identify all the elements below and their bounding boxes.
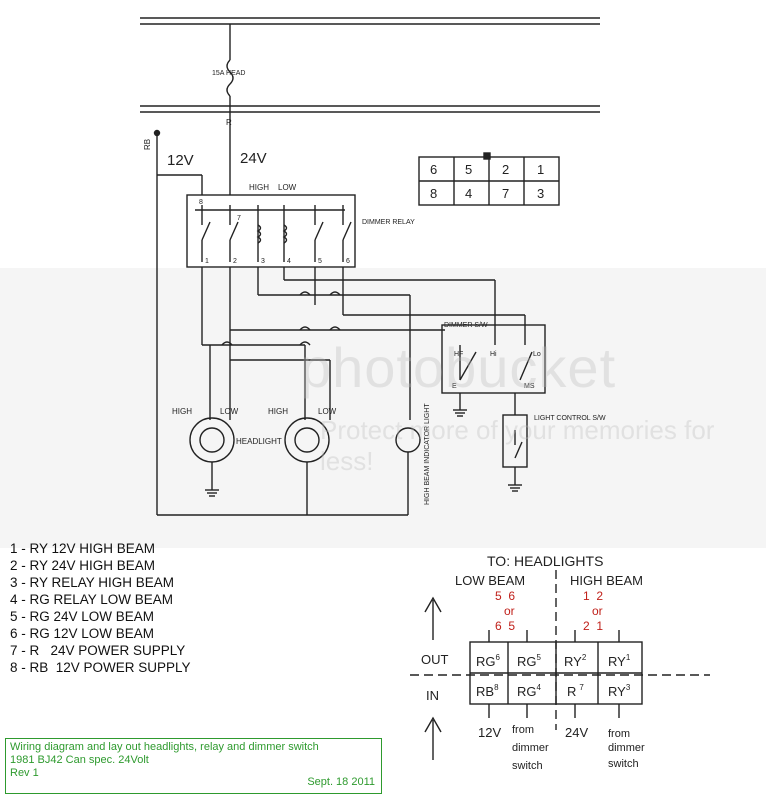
legend-item: 5 - RG 24V LOW BEAM: [10, 609, 155, 624]
pin-grid-top-3: 2: [502, 162, 509, 177]
relay-pin-7: 7: [237, 215, 241, 222]
relay-pin-3: 3: [261, 258, 265, 265]
title-line-3: Rev 1: [10, 767, 39, 779]
from-dimmer-2-line1: from: [608, 728, 630, 740]
pin-legend: 1 - RY 12V HIGH BEAM 2 - RY 24V HIGH BEA…: [10, 540, 191, 676]
dimmer-hi-label: Hi: [490, 351, 497, 358]
rb-wire-label: RB: [143, 139, 152, 150]
high-pair-1: 1 2: [583, 589, 603, 603]
legend-item: 2 - RY 24V HIGH BEAM: [10, 558, 156, 573]
title-block: Wiring diagram and lay out headlights, r…: [5, 738, 382, 794]
legend-item: 6 - RG 12V LOW BEAM: [10, 626, 155, 641]
relay-pin-8: 8: [199, 199, 203, 206]
from-dimmer-1-line3: switch: [512, 760, 543, 772]
fuse-label: 15A HEAD: [212, 70, 245, 77]
high-beam-label: HIGH BEAM: [570, 573, 643, 588]
legend-item: 8 - RB 12V POWER SUPPLY: [10, 660, 191, 675]
relay-pin-2: 2: [233, 258, 237, 265]
pin-grid-bottom-3: 7: [502, 186, 509, 201]
high-pair-or: or: [592, 604, 603, 618]
connector-cell-top-1: RG6: [476, 653, 501, 669]
title-date: Sept. 18 2011: [307, 776, 375, 788]
from-dimmer-1-line2: dimmer: [512, 742, 549, 754]
pin-grid-top-4: 1: [537, 162, 544, 177]
connector-24v: 24V: [565, 725, 588, 740]
pin-grid-top-2: 5: [465, 162, 472, 177]
watermark-text: photobucket: [300, 336, 617, 399]
low-label: LOW: [278, 183, 297, 192]
low-pair-2: 6 5: [495, 619, 515, 633]
dimmer-e-label: E: [452, 383, 457, 390]
connector-cell-bottom-4: RY3: [608, 683, 631, 699]
connector-cell-top-2: RG5: [517, 653, 542, 669]
low-pair-or: or: [504, 604, 515, 618]
connector-cell-top-4: RY1: [608, 653, 631, 669]
dimmer-hf-label: HF: [454, 351, 463, 358]
relay-pin-4: 4: [287, 258, 291, 265]
headlight-2-high: HIGH: [268, 407, 288, 416]
pin-grid-bottom-1: 8: [430, 186, 437, 201]
legend-item: 7 - R 24V POWER SUPPLY: [10, 643, 186, 658]
title-line-1: Wiring diagram and lay out headlights, r…: [10, 741, 319, 753]
legend-item: 4 - RG RELAY LOW BEAM: [10, 592, 174, 607]
dimmer-lo-label: Lo: [533, 351, 541, 358]
low-beam-label: LOW BEAM: [455, 573, 525, 588]
in-label: IN: [426, 688, 439, 703]
v24-label: 24V: [240, 150, 267, 167]
connector-cell-top-3: RY2: [564, 653, 587, 669]
light-control-switch-label: LIGHT CONTROL S/W: [534, 415, 606, 422]
to-headlights-label: TO: HEADLIGHTS: [487, 553, 603, 569]
pin-grid-bottom-4: 3: [537, 186, 544, 201]
from-dimmer-2-line2: dimmer: [608, 742, 645, 754]
dimmer-switch-label: DIMMER S/W: [444, 322, 488, 329]
relay-pin-6: 6: [346, 258, 350, 265]
r-wire-label: R: [226, 118, 232, 127]
headlight-label: HEADLIGHT: [236, 437, 282, 446]
watermark-subtext: Protect more of your memories for less!: [320, 415, 715, 476]
v12-label: 12V: [167, 152, 194, 169]
pin-grid-bottom-2: 4: [465, 186, 472, 201]
high-pair-2: 2 1: [583, 619, 603, 633]
headlight-1-low: LOW: [220, 407, 239, 416]
high-label: HIGH: [249, 183, 269, 192]
title-line-2: 1981 BJ42 Can spec. 24Volt: [10, 754, 149, 766]
from-dimmer-1-line1: from: [512, 724, 534, 736]
low-pair-1: 5 6: [495, 589, 515, 603]
relay-pin-5: 5: [318, 258, 322, 265]
relay-pin-1: 1: [205, 258, 209, 265]
headlight-1-high: HIGH: [172, 407, 192, 416]
connector-12v: 12V: [478, 725, 501, 740]
legend-item: 1 - RY 12V HIGH BEAM: [10, 541, 156, 556]
headlight-2-low: LOW: [318, 407, 337, 416]
pin-grid-top-1: 6: [430, 162, 437, 177]
out-label: OUT: [421, 652, 449, 667]
connector-cell-bottom-2: RG4: [517, 683, 542, 699]
connector-cell-bottom-1: RB8: [476, 683, 499, 699]
indicator-label: HIGH BEAM INDICATOR LIGHT: [424, 403, 431, 505]
relay-title: DIMMER RELAY: [362, 219, 415, 226]
dimmer-ms-label: MS: [524, 383, 535, 390]
legend-item: 3 - RY RELAY HIGH BEAM: [10, 575, 175, 590]
from-dimmer-2-line3: switch: [608, 758, 639, 770]
